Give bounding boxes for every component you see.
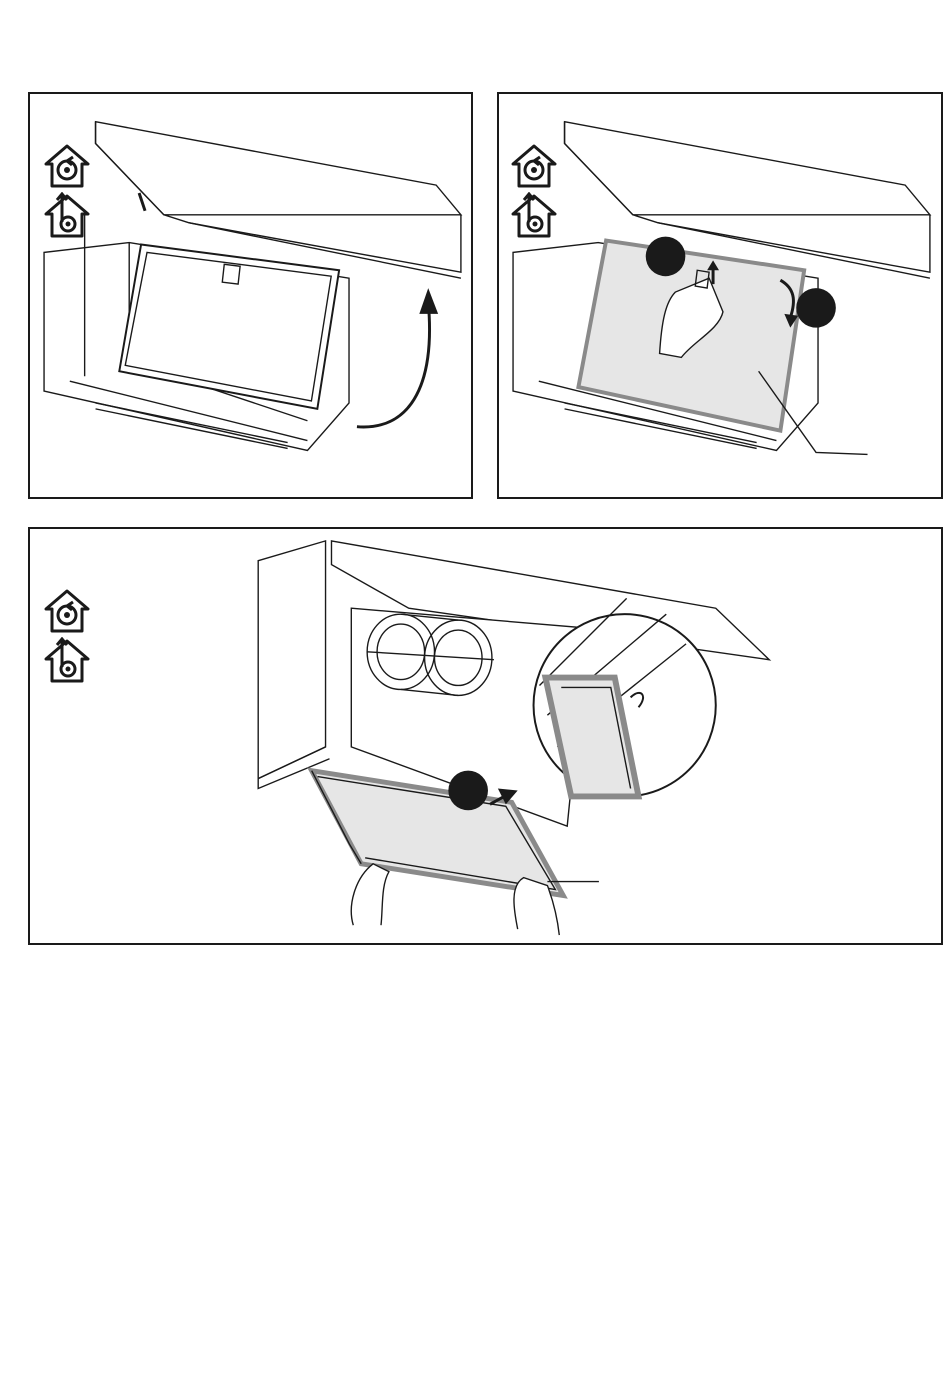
step-marker xyxy=(796,288,836,328)
step-panel-release-filter xyxy=(497,92,943,499)
step-marker xyxy=(646,237,686,277)
step-panel-remove-filter xyxy=(28,527,943,945)
hood-illustration-2 xyxy=(499,94,941,497)
step-marker xyxy=(448,771,488,811)
step-panel-open-cover xyxy=(28,92,473,499)
hood-illustration-1 xyxy=(30,94,471,497)
hood-illustration-3 xyxy=(30,529,941,943)
